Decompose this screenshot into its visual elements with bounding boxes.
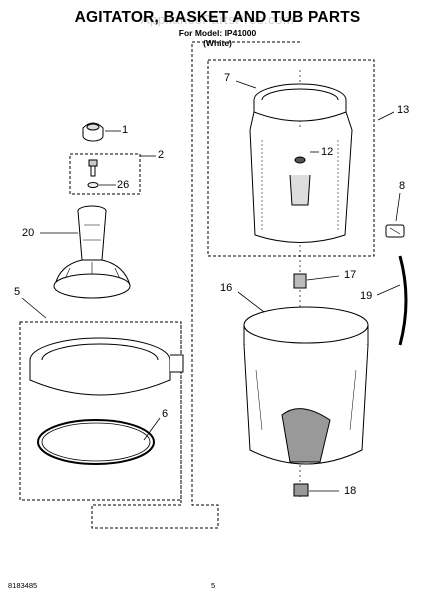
color-line: (White) bbox=[203, 38, 232, 48]
drive-bearing-part bbox=[293, 273, 307, 289]
model-subtitle: For Model: IP41000 (White) bbox=[0, 28, 435, 48]
outer-tub-part bbox=[243, 306, 369, 465]
callout-26: 26 bbox=[117, 179, 130, 191]
dashed-frame-main bbox=[91, 41, 300, 529]
bolt-part bbox=[87, 159, 99, 188]
callout-20: 20 bbox=[22, 227, 35, 239]
tub-ring-part bbox=[29, 337, 184, 396]
callout-19: 19 bbox=[360, 290, 373, 302]
callout-18: 18 bbox=[344, 485, 357, 497]
callout-8: 8 bbox=[399, 180, 406, 192]
spin-basket-part bbox=[249, 83, 353, 243]
callout-1: 1 bbox=[122, 124, 129, 136]
callout-17: 17 bbox=[344, 269, 357, 281]
seal-ring-part bbox=[37, 419, 155, 465]
callout-7: 7 bbox=[224, 72, 231, 84]
clip-part bbox=[385, 224, 405, 238]
page-number: 5 bbox=[211, 581, 216, 590]
basket-group-box bbox=[207, 59, 375, 257]
drain-nut-part bbox=[293, 483, 309, 497]
callout-5: 5 bbox=[14, 286, 21, 298]
agitator-cap-part bbox=[82, 122, 104, 142]
diagram-title: AGITATOR, BASKET AND TUB PARTS bbox=[74, 9, 361, 26]
agitator-part bbox=[53, 205, 131, 299]
callout-13: 13 bbox=[397, 104, 410, 116]
model-line: For Model: IP41000 bbox=[178, 28, 257, 38]
ring-group-box bbox=[19, 321, 182, 501]
callout-2: 2 bbox=[158, 149, 165, 161]
callout-12: 12 bbox=[321, 146, 334, 158]
part-number: 8183485 bbox=[8, 581, 38, 590]
bolt-group-box bbox=[69, 153, 141, 195]
callout-16: 16 bbox=[220, 282, 233, 294]
callout-6: 6 bbox=[162, 408, 169, 420]
hose-part bbox=[398, 255, 408, 346]
